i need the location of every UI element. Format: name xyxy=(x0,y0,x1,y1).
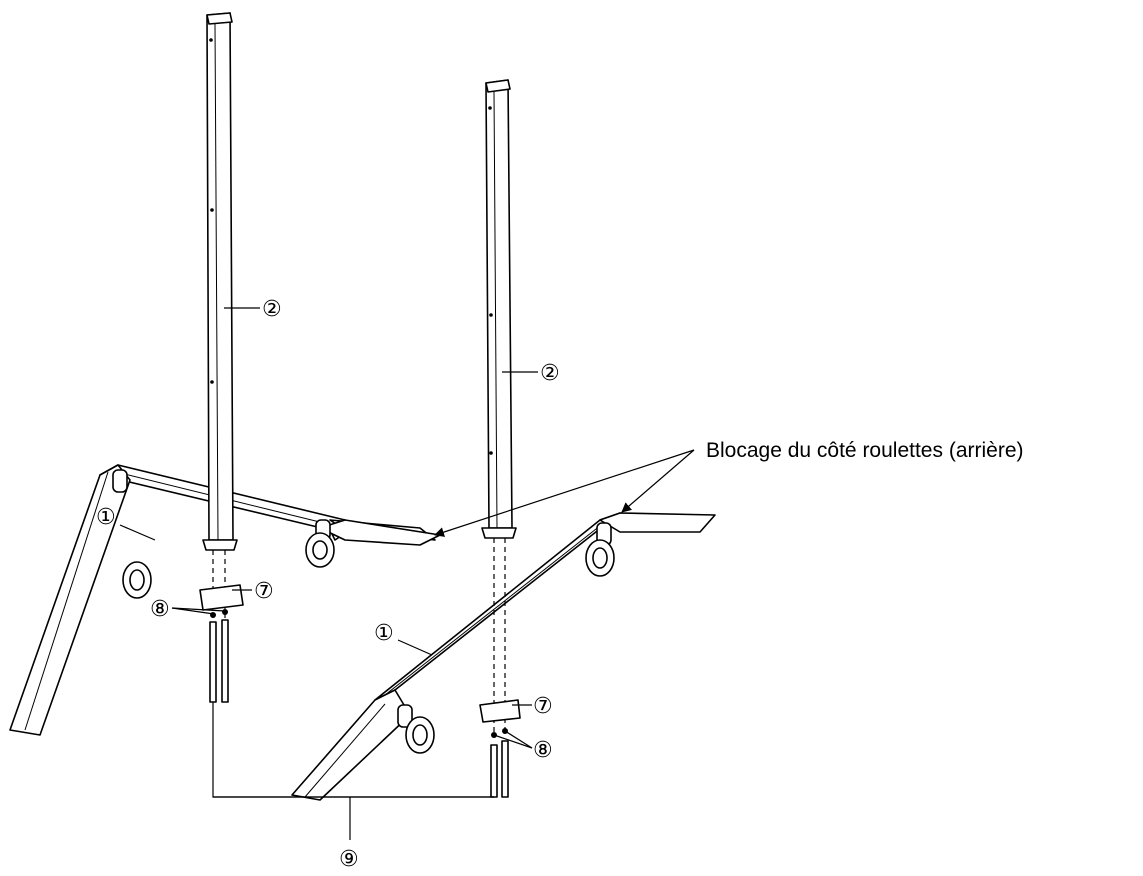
caster-lock-note: Blocage du côté roulettes (arrière) xyxy=(706,439,1024,462)
right-rear-foot xyxy=(599,512,716,533)
right-caster-front xyxy=(397,704,435,754)
right-front-foot xyxy=(291,689,411,801)
left-washer-a xyxy=(210,612,216,618)
left-rear-foot xyxy=(319,519,441,546)
right-assembly xyxy=(291,79,716,801)
caster-lock-arrow-left xyxy=(434,449,695,537)
callout-base-left: ① xyxy=(96,504,116,529)
callout-bolt-set: ⑨ xyxy=(339,846,359,871)
right-post xyxy=(481,79,517,539)
left-post xyxy=(202,12,238,551)
left-assembly xyxy=(9,12,441,736)
leader-washer-right-b xyxy=(493,734,533,749)
callout-plate-left: ⑦ xyxy=(254,578,274,603)
leader-base-right xyxy=(397,639,433,656)
leader-washer-right-a xyxy=(504,730,533,749)
left-plate xyxy=(199,584,244,611)
callout-washer-left: ⑧ xyxy=(150,596,170,621)
caster-lock-arrow-right xyxy=(621,449,695,513)
left-bolt-a xyxy=(209,621,217,703)
leader-base-left xyxy=(119,524,156,541)
left-caster-front xyxy=(112,469,152,599)
right-bolt-b xyxy=(501,740,509,798)
left-caster-rear xyxy=(305,519,335,568)
callout-base-right: ① xyxy=(374,620,394,645)
left-washer-b xyxy=(222,609,228,615)
callout-plate-right: ⑦ xyxy=(533,693,553,718)
right-bolt-a xyxy=(490,744,498,798)
callout-post-left: ② xyxy=(262,296,282,321)
callout-washer-right: ⑧ xyxy=(533,737,553,762)
leader-washer-left-a xyxy=(171,607,215,615)
right-plate xyxy=(479,699,521,723)
left-front-foot xyxy=(9,464,131,736)
leader-washer-left-b xyxy=(171,607,226,612)
left-bolt-b xyxy=(221,619,229,703)
callout-post-right: ② xyxy=(540,360,560,385)
right-caster-rear xyxy=(585,522,615,577)
